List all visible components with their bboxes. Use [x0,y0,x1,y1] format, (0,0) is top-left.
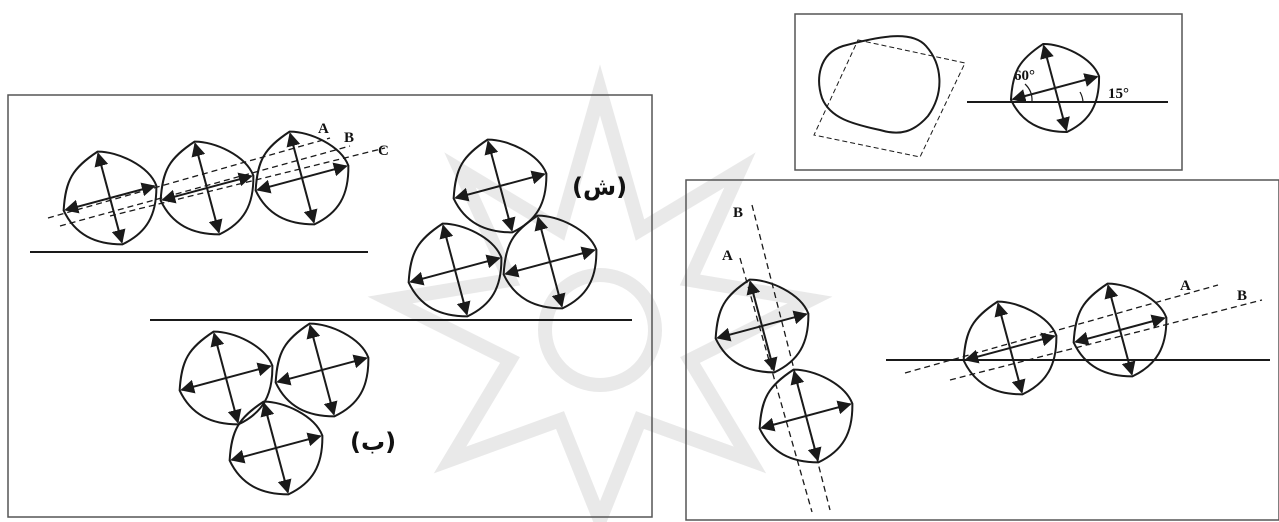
horizontal-stacking-line-b [949,299,1263,381]
dashed-bounding-square [813,39,966,158]
vertical-label-b: B [733,205,743,221]
panel-left-frame [7,94,653,518]
crystal-axis-vertical [994,302,1026,394]
panel-top-right-frame [794,13,1183,171]
angle-arc-60 [1024,83,1033,102]
rounded-crystal-outline [818,35,941,134]
angle-15-label: 15° [1108,86,1129,102]
crystal-axis-vertical [746,280,778,372]
angle-arc-15 [1079,91,1084,103]
crystal [254,130,350,226]
panel-bottom-right-frame [685,179,1279,521]
panel-top-right: 60° 15° [794,13,1183,171]
horizontal-label-b: B [1237,288,1247,304]
crystal [714,278,810,374]
crystal-axis-vertical [306,324,338,416]
crystal [452,138,548,234]
crystal-axis-vertical [484,140,516,232]
vertical-label-a: A [722,248,733,264]
stacking-line-a [47,137,331,219]
label-a: A [318,121,329,137]
horizontal-label-a: A [1180,278,1191,294]
crystal-axis-vertical [534,216,566,308]
crystal [228,400,324,496]
crystal-axis-vertical [1104,284,1136,376]
crystal [1009,42,1101,134]
crystal [1072,282,1168,378]
label-c: C [378,143,389,159]
crystal-axis-vertical [286,132,318,224]
crystal-axis-vertical [790,370,822,462]
crystal [502,214,598,310]
crystal-axis-vertical [94,152,126,244]
crystal [407,222,503,318]
crystal-axis-vertical [439,224,471,316]
crystal [962,300,1058,396]
panel-bottom-right: B A A B [685,179,1279,521]
crystal-axis-vertical [1040,44,1070,132]
crystal [159,140,255,236]
vertical-stacking-line-b [751,204,831,511]
caption-bottom: (ب) [350,428,396,456]
crystal [62,150,158,246]
label-b: B [344,130,354,146]
watermark-emblem [367,64,833,522]
crystal-axis-vertical [191,142,223,234]
horizontal-stacking-line-a [904,284,1219,374]
stacking-line-b [59,145,351,227]
crystal-axis-vertical [210,332,242,424]
caption-top: (ش) [572,173,627,201]
crystal [758,368,854,464]
crystal-axis-vertical [260,402,292,494]
crystal-group [62,42,1168,496]
crystal [178,330,274,426]
crystal [274,322,370,418]
